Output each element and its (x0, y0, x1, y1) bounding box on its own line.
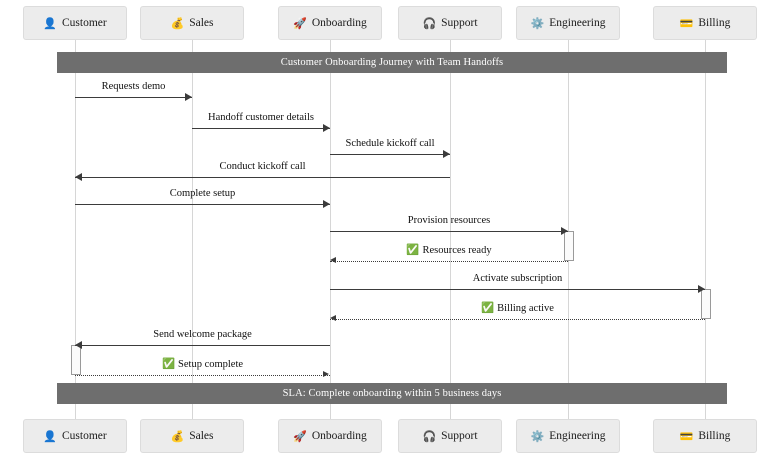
headphone-icon: 🎧 (422, 16, 437, 30)
bust-in-silhouette-icon: 👤 (43, 429, 57, 443)
arrow-head-m10 (75, 341, 82, 349)
money-bag-icon: 💰 (170, 16, 185, 30)
participant-onboarding-top[interactable]: 🚀 Onboarding (278, 6, 382, 40)
message-line-m6 (330, 231, 568, 232)
participant-label: Customer (61, 17, 107, 29)
participant-engineering-top[interactable]: ⚙️ Engineering (516, 6, 620, 40)
message-text: Provision resources (407, 215, 491, 226)
arrow-head-m1 (185, 93, 192, 101)
participant-label: Engineering (549, 430, 606, 442)
title-note: Customer Onboarding Journey with Team Ha… (57, 52, 727, 73)
arrow-head-m11 (323, 371, 329, 377)
arrow-head-m3 (443, 150, 450, 158)
money-bag-icon: 💰 (170, 429, 185, 443)
message-text: Requests demo (101, 81, 166, 92)
message-line-m3 (330, 154, 450, 155)
message-text: Resources ready (422, 245, 492, 256)
gear-icon: ⚙️ (530, 16, 545, 30)
participant-support-bottom[interactable]: 🎧 Support (398, 419, 502, 453)
message-text: Schedule kickoff call (345, 138, 435, 149)
message-text: Billing active (497, 303, 554, 314)
participant-customer-bottom[interactable]: 👤 Customer (23, 419, 127, 453)
participant-label: Support (441, 430, 478, 442)
message-line-m7 (330, 261, 568, 262)
message-text: Complete setup (169, 188, 236, 199)
footer-note-text: SLA: Complete onboarding within 5 busine… (282, 388, 502, 399)
message-label-m7: ✅Resources ready (406, 245, 491, 256)
rocket-icon: 🚀 (293, 429, 307, 443)
message-label-m11: ✅Setup complete (162, 359, 243, 370)
message-line-m2 (192, 128, 330, 129)
message-text: Setup complete (178, 359, 244, 370)
check-mark-icon: ✅ (481, 302, 495, 315)
activation-bar-customer (71, 345, 81, 375)
message-text: Activate subscription (472, 273, 563, 284)
participant-label: Support (441, 17, 478, 29)
lifeline-sales (192, 40, 193, 419)
bust-in-silhouette-icon: 👤 (43, 16, 57, 30)
participant-label: Billing (698, 430, 731, 442)
participant-billing-bottom[interactable]: 💳 Billing (653, 419, 757, 453)
participant-label: Onboarding (311, 17, 367, 29)
headphone-icon: 🎧 (422, 429, 437, 443)
check-mark-icon: ✅ (406, 244, 420, 257)
rocket-icon: 🚀 (293, 16, 307, 30)
lifeline-support (450, 40, 451, 419)
participant-label: Onboarding (311, 430, 367, 442)
lifeline-customer (75, 40, 76, 419)
message-line-m1 (75, 97, 192, 98)
participant-support-top[interactable]: 🎧 Support (398, 6, 502, 40)
activation-bar-engineering (564, 231, 574, 261)
message-label-m6: Provision resources (408, 215, 491, 226)
lifeline-engineering (568, 40, 569, 419)
message-label-m5: Complete setup (170, 188, 236, 199)
participant-label: Sales (189, 430, 214, 442)
message-line-m5 (75, 204, 330, 205)
credit-card-icon: 💳 (679, 16, 694, 30)
message-label-m4: Conduct kickoff call (219, 161, 305, 172)
arrow-head-m7 (330, 257, 336, 263)
title-note-text: Customer Onboarding Journey with Team Ha… (280, 57, 504, 68)
participant-customer-top[interactable]: 👤 Customer (23, 6, 127, 40)
credit-card-icon: 💳 (679, 429, 694, 443)
participant-label: Billing (698, 17, 731, 29)
message-line-m10 (75, 345, 330, 346)
participant-sales-bottom[interactable]: 💰 Sales (140, 419, 244, 453)
participant-label: Customer (61, 430, 107, 442)
message-text: Handoff customer details (208, 112, 314, 123)
gear-icon: ⚙️ (530, 429, 545, 443)
message-line-m9 (330, 319, 705, 320)
participant-engineering-bottom[interactable]: ⚙️ Engineering (516, 419, 620, 453)
arrow-head-m4 (75, 173, 82, 181)
message-line-m11 (75, 375, 330, 376)
participant-label: Sales (189, 17, 214, 29)
participant-onboarding-bottom[interactable]: 🚀 Onboarding (278, 419, 382, 453)
arrow-head-m6 (561, 227, 568, 235)
arrow-head-m9 (330, 315, 336, 321)
message-label-m9: ✅Billing active (481, 303, 554, 314)
message-line-m8 (330, 289, 705, 290)
message-text: Send welcome package (153, 329, 252, 340)
lifeline-billing (705, 40, 706, 419)
arrow-head-m8 (698, 285, 705, 293)
message-label-m10: Send welcome package (153, 329, 252, 340)
message-line-m4 (75, 177, 450, 178)
arrow-head-m2 (323, 124, 330, 132)
check-mark-icon: ✅ (161, 358, 176, 371)
participant-sales-top[interactable]: 💰 Sales (140, 6, 244, 40)
message-label-m8: Activate subscription (473, 273, 563, 284)
message-label-m2: Handoff customer details (208, 112, 314, 123)
participant-label: Engineering (549, 17, 606, 29)
lifeline-onboarding (330, 40, 331, 419)
activation-bar-billing (701, 289, 711, 319)
message-label-m1: Requests demo (102, 81, 166, 92)
participant-billing-top[interactable]: 💳 Billing (653, 6, 757, 40)
message-label-m3: Schedule kickoff call (345, 138, 434, 149)
message-text: Conduct kickoff call (219, 161, 306, 172)
arrow-head-m5 (323, 200, 330, 208)
footer-note: SLA: Complete onboarding within 5 busine… (57, 383, 727, 404)
